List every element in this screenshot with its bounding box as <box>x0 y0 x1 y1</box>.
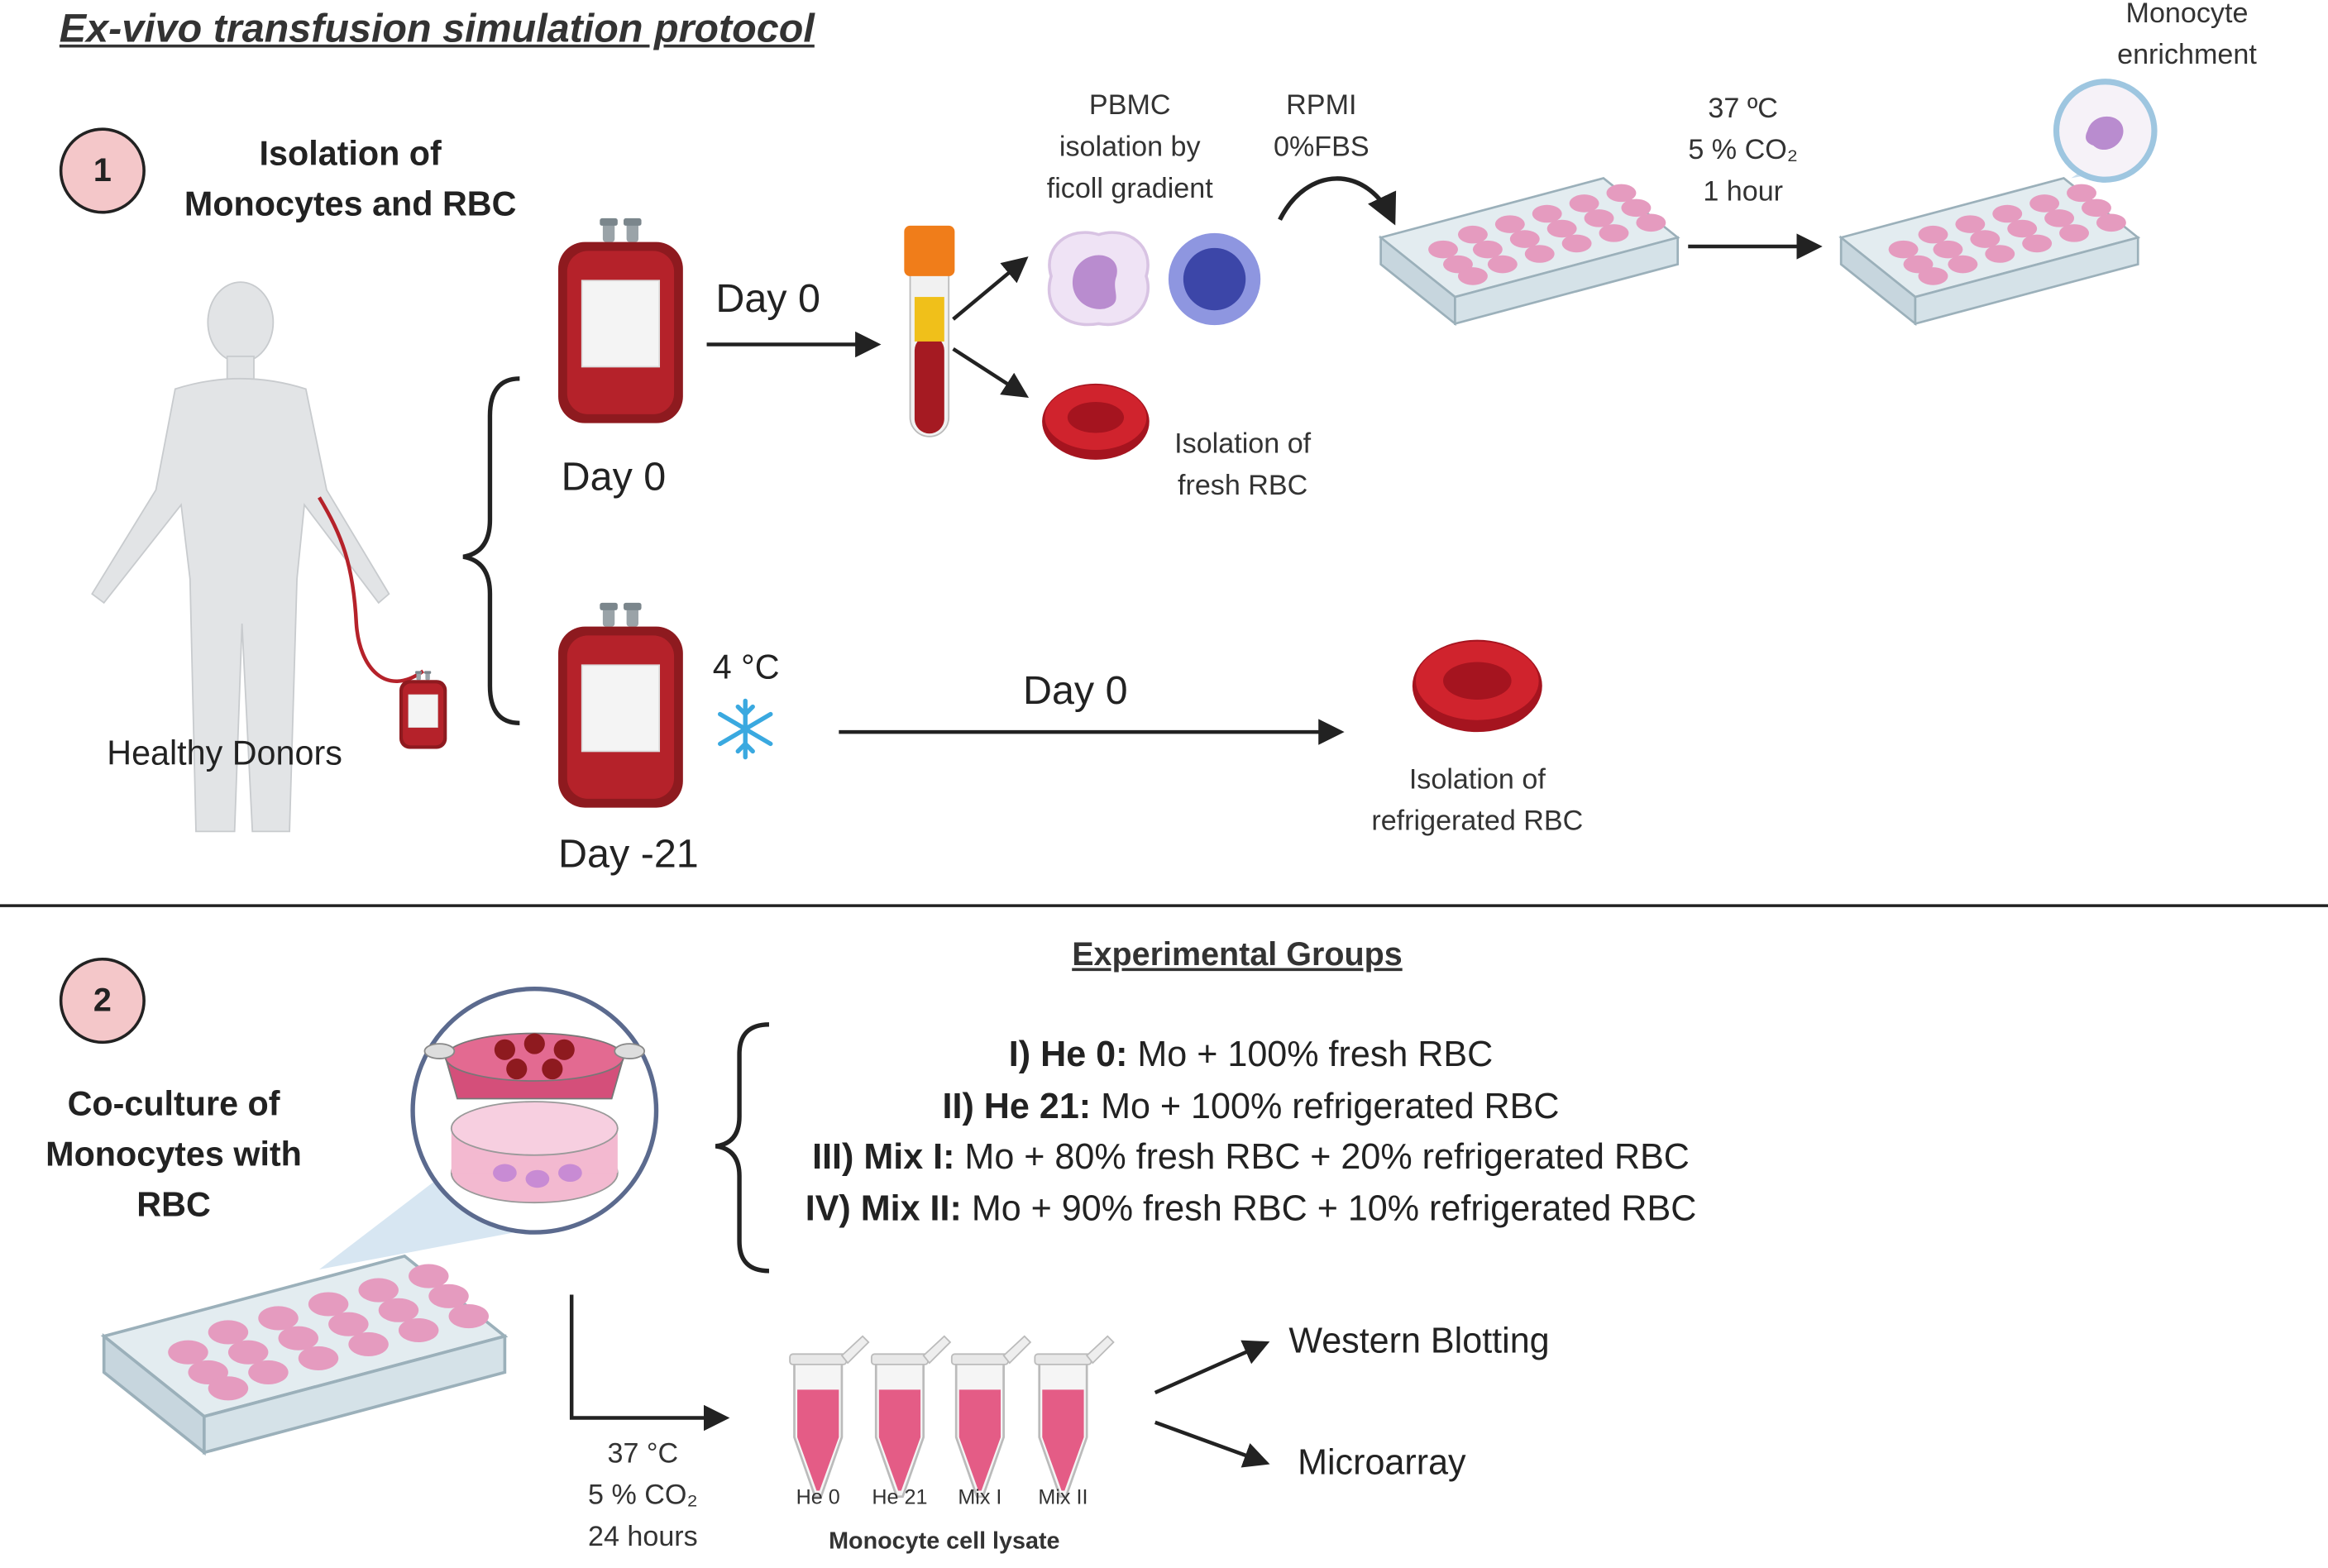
storage-temp-label: 4 °C <box>712 647 780 686</box>
arrow-stored-label: Day 0 <box>1022 667 1128 713</box>
donor-brace <box>462 376 520 726</box>
step1-badge: 1 <box>59 127 146 214</box>
blood-bag-stored <box>557 601 684 809</box>
microtube-mix1 <box>950 1335 1032 1499</box>
incubation-1h-label: 37 ºC 5 % CO₂ 1 hour <box>1688 93 1799 208</box>
medium-label: RPMI 0%FBS <box>1273 90 1370 164</box>
donors-label: Healthy Donors <box>107 733 342 772</box>
group-he21: II) He 21: Mo + 100% refrigerated RBC <box>942 1086 1560 1126</box>
tube-label-mix2: Mix II <box>1038 1484 1088 1509</box>
group-he0: I) He 0: Mo + 100% fresh RBC <box>1008 1035 1494 1075</box>
arrow-to-pbmc <box>952 256 1029 321</box>
microtube-mix2 <box>1033 1335 1115 1499</box>
donor-tube <box>318 496 424 683</box>
test-tube-icon <box>904 225 955 437</box>
lymphocyte-cell-icon <box>1168 232 1261 326</box>
well-plate-icon <box>1379 177 1680 325</box>
microtube-he0 <box>788 1335 870 1499</box>
output-western: Western Blotting <box>1288 1321 1550 1362</box>
step2-badge: 2 <box>59 957 146 1045</box>
monocyte-zoom-icon <box>2053 79 2158 183</box>
bag-fresh-label: Day 0 <box>561 454 667 500</box>
arrow-to-tubes <box>569 1294 730 1432</box>
lysate-label: Monocyte cell lysate <box>829 1529 1060 1555</box>
well-plate-coculture <box>102 1255 507 1455</box>
arrow-to-rbc <box>952 347 1030 398</box>
blood-bag-fresh <box>557 218 684 424</box>
groups-title: Experimental Groups <box>1072 935 1403 973</box>
red-blood-cell-fresh <box>1042 383 1150 460</box>
step2-heading: Co-culture of Monocytes with RBC <box>45 1083 302 1224</box>
bag-stored-label: Day -21 <box>558 831 699 877</box>
red-blood-cell-refrigerated <box>1412 639 1542 733</box>
snowflake-icon <box>718 698 773 760</box>
human-body-icon <box>91 281 390 833</box>
blood-bag-icon <box>399 670 447 749</box>
group-mix1: III) Mix I: Mo + 80% fresh RBC + 20% ref… <box>812 1137 1690 1178</box>
arrow-to-western <box>1154 1340 1270 1395</box>
monocyte-cell-icon <box>1047 231 1150 327</box>
enrichment-label: Monocyte enrichment <box>2117 0 2257 72</box>
pbmc-label: PBMC isolation by ficoll gradient <box>1046 90 1213 205</box>
refrigerated-rbc-label: Isolation of refrigerated RBC <box>1371 764 1584 838</box>
arrow-to-microarray <box>1154 1420 1270 1468</box>
step1-heading: Isolation of Monocytes and RBC <box>184 133 517 223</box>
curved-arrow <box>1278 176 1397 226</box>
incubation-24h-label: 37 °C 5 % CO₂ 24 hours <box>587 1438 698 1553</box>
tube-label-he21: He 21 <box>872 1484 928 1509</box>
page-title: Ex-vivo transfusion simulation protocol <box>59 6 815 51</box>
transwell-insert-icon <box>410 986 659 1235</box>
tube-label-mix1: Mix I <box>958 1484 1002 1509</box>
well-plate-enriched <box>1839 177 2139 325</box>
fresh-rbc-label: Isolation of fresh RBC <box>1174 428 1312 502</box>
arrow-fresh-label: Day 0 <box>715 275 820 321</box>
groups-brace <box>715 1022 770 1274</box>
groups-list: I) He 0: Mo + 100% fresh RBC II) He 21: … <box>772 1030 1730 1236</box>
tube-label-he0: He 0 <box>796 1484 840 1509</box>
group-mix2: IV) Mix II: Mo + 90% fresh RBC + 10% ref… <box>805 1188 1697 1229</box>
microtube-he21 <box>870 1335 952 1499</box>
output-microarray: Microarray <box>1298 1443 1466 1484</box>
